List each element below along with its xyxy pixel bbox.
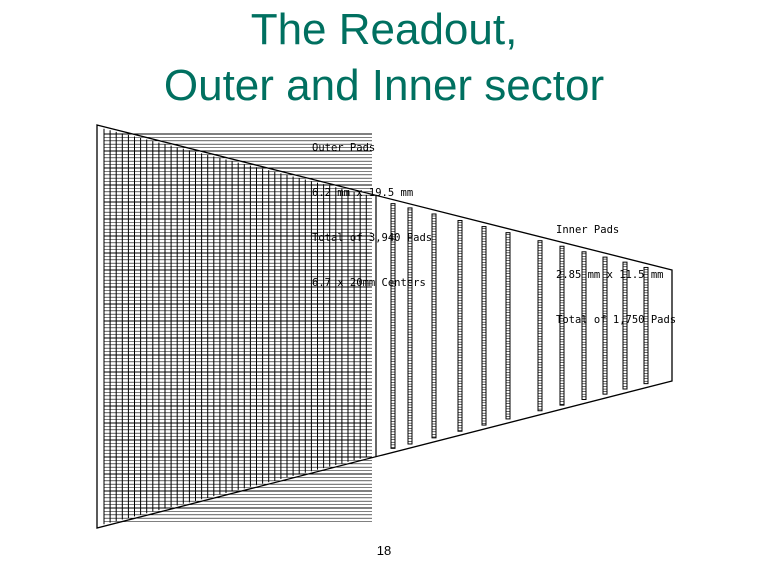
outer-pads-title: Outer Pads — [312, 142, 376, 154]
outer-pad-grid — [103, 128, 377, 525]
slide-title-line-2: Outer and Inner sector — [163, 61, 605, 110]
inner-pad-row — [390, 203, 396, 449]
outer-pads-centers: 6.7 x 20mm Centers — [312, 277, 426, 289]
inner-pad-rows — [390, 203, 649, 449]
inner-pad-row — [457, 220, 463, 432]
sector-outline — [96, 124, 673, 529]
inner-pad-row — [643, 266, 649, 385]
inner-pads-total: Total of 1,750 Pads — [556, 314, 677, 326]
page-number: 18 — [376, 543, 392, 558]
inner-pad-row — [481, 226, 487, 426]
inner-pad-row — [602, 256, 608, 395]
slide-title-line-1: The Readout, — [250, 5, 518, 54]
inner-pads-label: Inner Pads 2.85 mm x 11.5 mm Total of 1,… — [556, 193, 676, 343]
outer-pads-total: Total of 3,940 Pads — [312, 232, 433, 244]
inner-pad-row — [431, 213, 437, 439]
outer-pads-label: Outer Pads 6.2 mm x 19.5 mm Total of 3,9… — [312, 111, 432, 306]
inner-pad-row — [559, 245, 565, 406]
inner-pads-title: Inner Pads — [556, 224, 620, 236]
inner-pads-size: 2.85 mm x 11.5 mm — [556, 269, 664, 281]
outer-pads-size: 6.2 mm x 19.5 mm — [312, 187, 414, 199]
